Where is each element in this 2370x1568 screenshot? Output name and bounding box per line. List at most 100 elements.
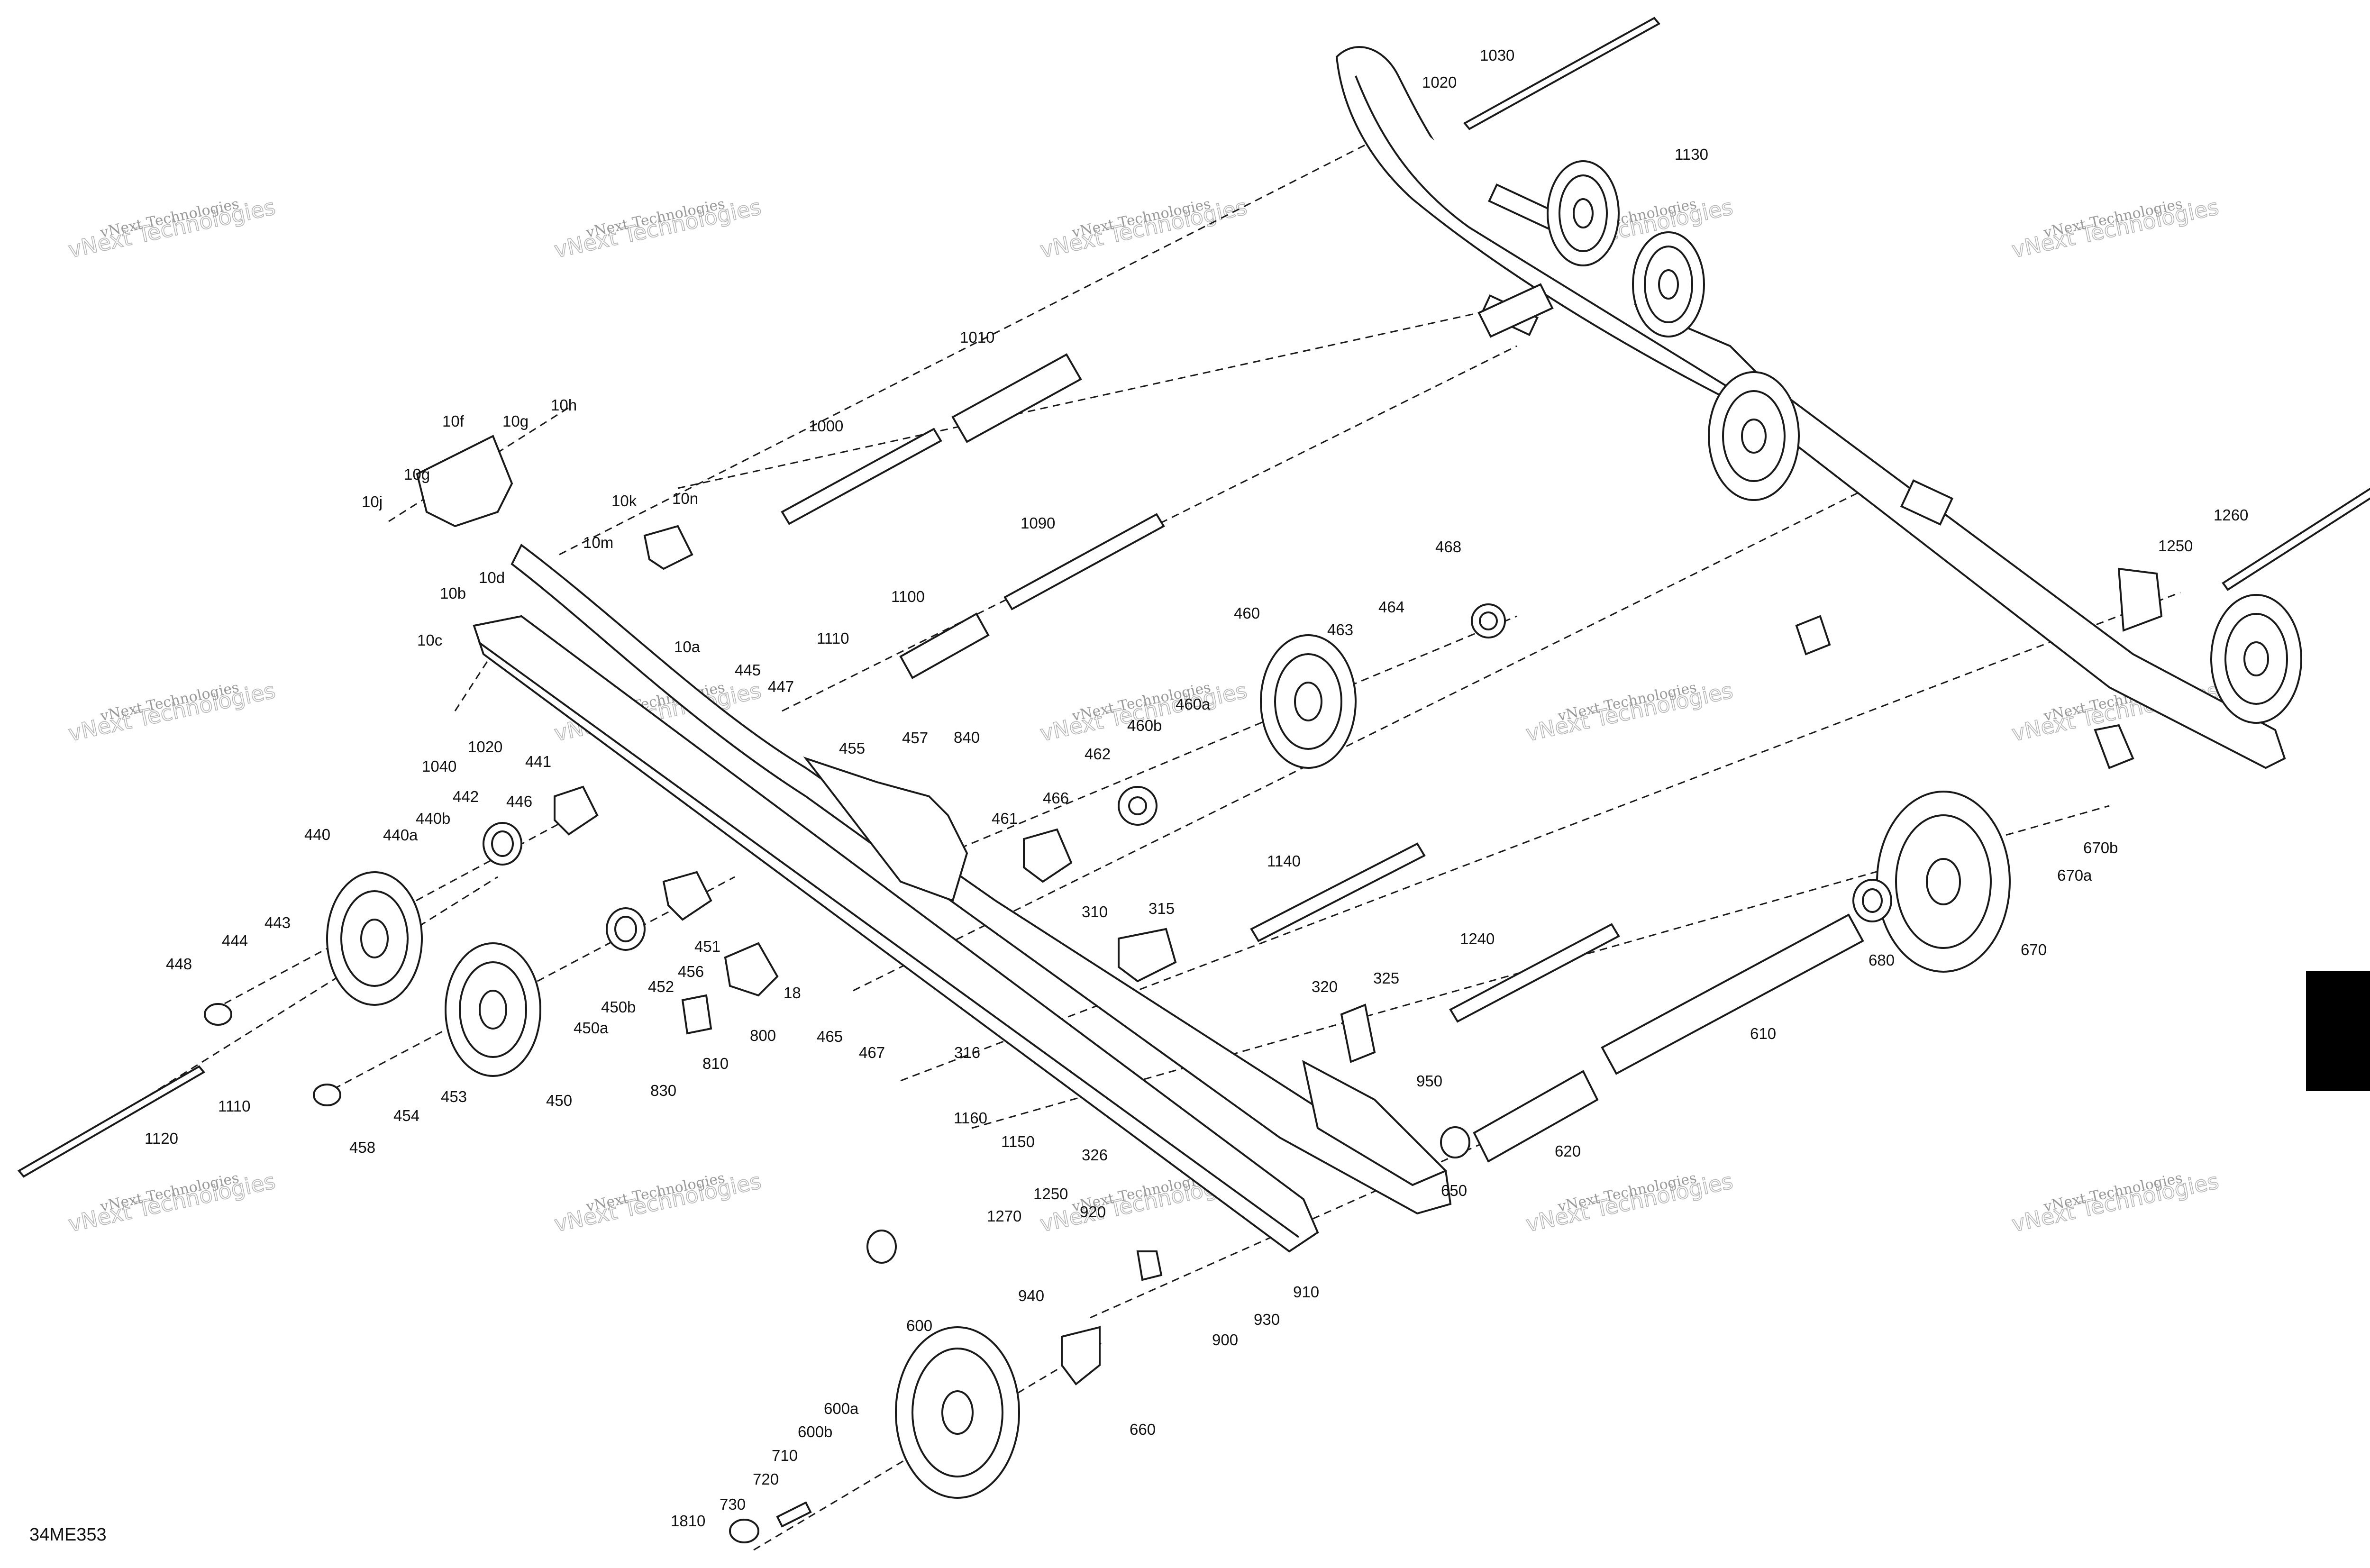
callout-label: 1000	[809, 417, 843, 435]
callout-label: 10b	[440, 584, 466, 602]
watermark-outline-text: vNext Technologies	[1038, 677, 1249, 746]
callout-label: 10n	[672, 490, 698, 507]
callout-label: 10m	[583, 534, 613, 551]
callout-label: 315	[1149, 900, 1175, 917]
callout-label: 1270	[987, 1207, 1021, 1225]
callout-label: 930	[1254, 1311, 1280, 1328]
callout-label: 450	[546, 1092, 572, 1109]
callout-label: 457	[902, 729, 928, 747]
part-callouts: 1030 1020 1130 1010 1000 1090 1100 1110 …	[29, 46, 2248, 1545]
callout-label: 440	[304, 826, 330, 843]
callout-label: 620	[1555, 1142, 1581, 1160]
callout-label: 466	[1043, 789, 1069, 807]
callout-label: 1260	[2214, 506, 2248, 524]
callout-label: 10j	[362, 493, 383, 511]
callout-label: 10c	[417, 631, 442, 649]
callout-label: 326	[1082, 1146, 1108, 1164]
callout-label: 610	[1750, 1025, 1776, 1042]
shafts-and-tubes	[17, 17, 2370, 1178]
callout-label: 10f	[442, 412, 465, 430]
callout-label: 710	[772, 1447, 798, 1464]
watermark-outline-text: vNext Technologies	[552, 1168, 763, 1237]
callout-label: 18	[784, 984, 801, 1002]
callout-label: 1810	[671, 1512, 705, 1530]
callout-label: 810	[702, 1055, 729, 1072]
callout-label: 442	[453, 788, 479, 805]
callout-label: 444	[222, 932, 248, 949]
callout-label: 10a	[674, 638, 701, 656]
callout-label: 840	[954, 729, 980, 746]
callout-label: 460	[1234, 604, 1260, 622]
callout-label: 463	[1327, 621, 1353, 638]
callout-label: 320	[1312, 978, 1338, 995]
watermark-outline-text: vNext Technologies	[66, 1168, 277, 1237]
callout-label: 316	[954, 1044, 980, 1061]
callout-label: 460a	[1176, 695, 1211, 713]
callout-label: 730	[720, 1495, 746, 1513]
callout-label: 10h	[551, 396, 577, 414]
callout-label: 940	[1018, 1287, 1044, 1304]
rear-suspension-frame	[473, 46, 2286, 1253]
callout-label: 464	[1378, 598, 1404, 616]
watermark-outline-text: vNext Technologies	[1523, 677, 1735, 746]
callout-label: 1110	[817, 629, 849, 647]
hardware	[204, 435, 2134, 1543]
callout-label: 1030	[1480, 46, 1514, 64]
callout-label: 910	[1293, 1283, 1319, 1301]
callout-label: 450b	[601, 998, 636, 1016]
callout-label: 600	[906, 1317, 932, 1334]
callout-label: 450a	[574, 1019, 609, 1037]
callout-label: 455	[839, 739, 865, 757]
callout-label: 660	[1130, 1421, 1156, 1438]
callout-label: 1250	[2158, 537, 2193, 555]
callout-label: 456	[678, 963, 704, 980]
watermark-outline-text: vNext Technologies	[552, 194, 763, 263]
callout-label: 452	[648, 978, 674, 995]
callout-label: 1100	[891, 588, 925, 605]
callout-label: 325	[1373, 969, 1399, 987]
callout-label: 458	[349, 1139, 375, 1156]
watermark-outline-text: vNext Technologies	[66, 677, 277, 746]
callout-label: 1150	[1001, 1133, 1035, 1150]
callout-label: 1250	[1033, 1185, 1068, 1203]
callout-label: 1160	[954, 1109, 987, 1127]
watermark-outline-text: vNext Technologies	[1523, 1168, 1735, 1237]
callout-label: 453	[441, 1088, 467, 1105]
callout-label: 310	[1082, 903, 1108, 921]
callout-label: 920	[1080, 1203, 1106, 1221]
callout-label: 1130	[1675, 146, 1708, 163]
callout-label: 448	[166, 955, 192, 973]
callout-label: 10g	[502, 412, 529, 430]
callout-label: 454	[393, 1107, 419, 1124]
callout-label: 950	[1416, 1072, 1442, 1090]
callout-label: 445	[735, 661, 761, 679]
callout-label: 465	[817, 1028, 843, 1045]
callout-label: 447	[768, 678, 794, 695]
callout-label: 462	[1085, 745, 1111, 763]
callout-label: 1240	[1460, 930, 1495, 948]
callout-label: 461	[992, 810, 1018, 827]
callout-label: 600a	[824, 1400, 859, 1417]
callout-label: 1120	[145, 1130, 178, 1147]
callout-label: 1020	[468, 738, 502, 756]
callout-label: 670a	[2057, 866, 2092, 884]
callout-label: 1020	[1422, 73, 1457, 91]
callout-label: 600b	[798, 1423, 832, 1440]
callout-label: 720	[753, 1470, 779, 1488]
callout-label: 10d	[479, 569, 505, 586]
callout-label: 10k	[611, 492, 637, 510]
callout-label: 467	[859, 1044, 885, 1061]
callout-label: 451	[694, 938, 720, 955]
watermark-outline-text: vNext Technologies	[1038, 194, 1249, 263]
section-tab	[2306, 971, 2370, 1091]
